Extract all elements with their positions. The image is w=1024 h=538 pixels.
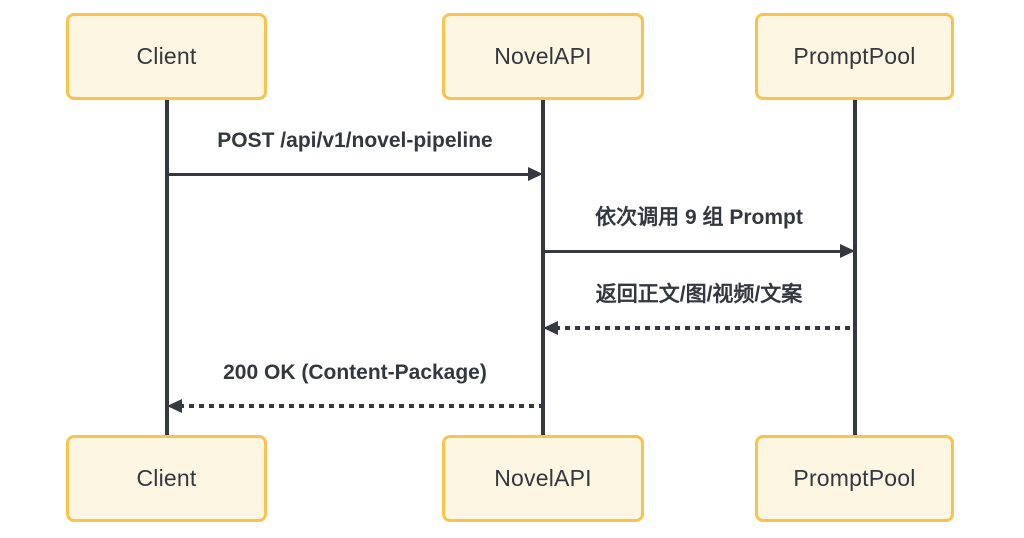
message-post-novel-pipeline: POST /api/v1/novel-pipeline bbox=[167, 126, 543, 184]
message-label: 依次调用 9 组 Prompt bbox=[595, 206, 803, 229]
actor-label-client: Client bbox=[136, 43, 197, 69]
actor-box-promptpool-bottom: PromptPool bbox=[755, 435, 954, 522]
arrowhead-right-icon bbox=[528, 167, 543, 181]
arrowhead-left-icon bbox=[167, 399, 182, 413]
message-line bbox=[179, 404, 543, 408]
message-line bbox=[555, 326, 855, 330]
lifeline-client bbox=[165, 100, 169, 435]
arrowhead-right-icon bbox=[840, 244, 855, 258]
actor-label-novelapi: NovelAPI bbox=[494, 465, 592, 491]
message-label: POST /api/v1/novel-pipeline bbox=[217, 129, 493, 152]
message-line bbox=[167, 173, 531, 176]
actor-box-client-top: Client bbox=[66, 13, 267, 100]
actor-label-novelapi: NovelAPI bbox=[494, 43, 592, 69]
lifeline-promptpool bbox=[853, 100, 857, 435]
message-200-ok: 200 OK (Content-Package) bbox=[167, 358, 543, 416]
arrowhead-left-icon bbox=[543, 321, 558, 335]
actor-label-client: Client bbox=[136, 465, 197, 491]
actor-box-client-bottom: Client bbox=[66, 435, 267, 522]
lifeline-novelapi bbox=[541, 100, 545, 435]
message-line bbox=[543, 250, 843, 253]
message-label: 200 OK (Content-Package) bbox=[223, 361, 487, 384]
message-label: 返回正文/图/视频/文案 bbox=[595, 283, 803, 306]
actor-box-novelapi-top: NovelAPI bbox=[442, 13, 644, 100]
actor-box-promptpool-top: PromptPool bbox=[755, 13, 954, 100]
actor-label-promptpool: PromptPool bbox=[793, 43, 916, 69]
message-return-content: 返回正文/图/视频/文案 bbox=[543, 280, 855, 338]
message-call-prompts: 依次调用 9 组 Prompt bbox=[543, 203, 855, 261]
actor-label-promptpool: PromptPool bbox=[793, 465, 916, 491]
actor-box-novelapi-bottom: NovelAPI bbox=[442, 435, 644, 522]
